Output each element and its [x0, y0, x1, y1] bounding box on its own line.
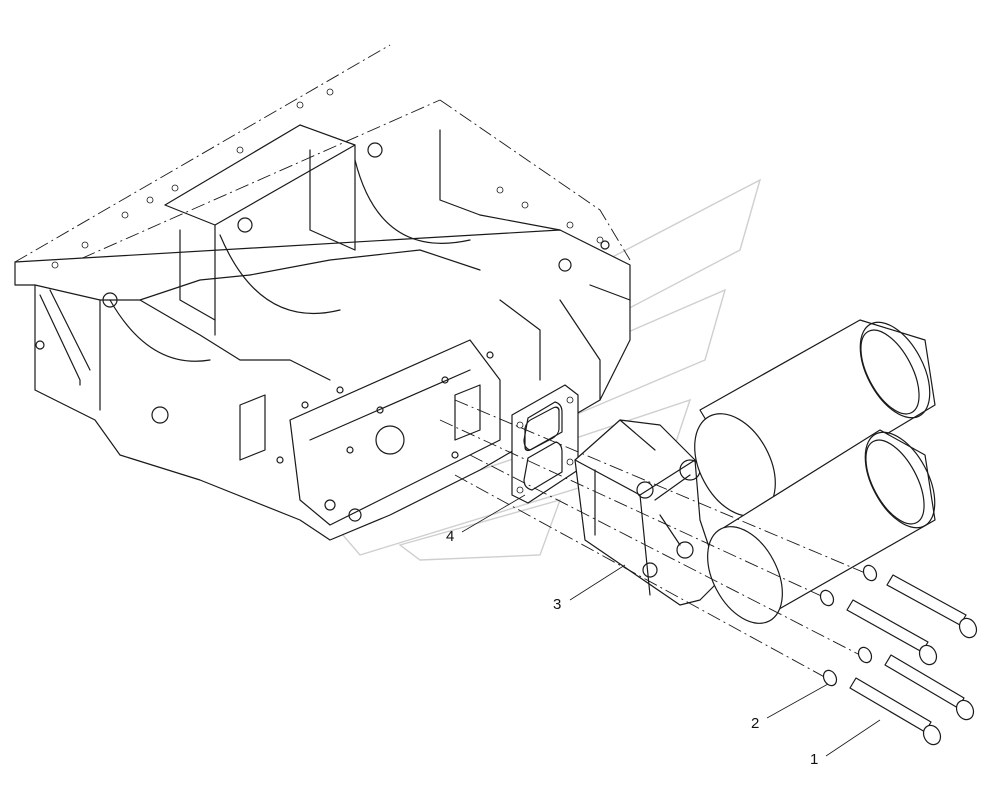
callout-3: 3 — [553, 596, 561, 613]
bolts — [846, 574, 978, 746]
oil-filter-lower — [707, 429, 936, 624]
callout-1: 1 — [810, 751, 818, 768]
engine-block — [14, 44, 631, 541]
washers — [819, 564, 878, 687]
callout-2: 2 — [751, 715, 759, 732]
callout-4: 4 — [446, 528, 454, 545]
leader-lines — [461, 494, 881, 757]
gasket — [511, 384, 579, 504]
assembly-centerlines — [439, 399, 871, 681]
